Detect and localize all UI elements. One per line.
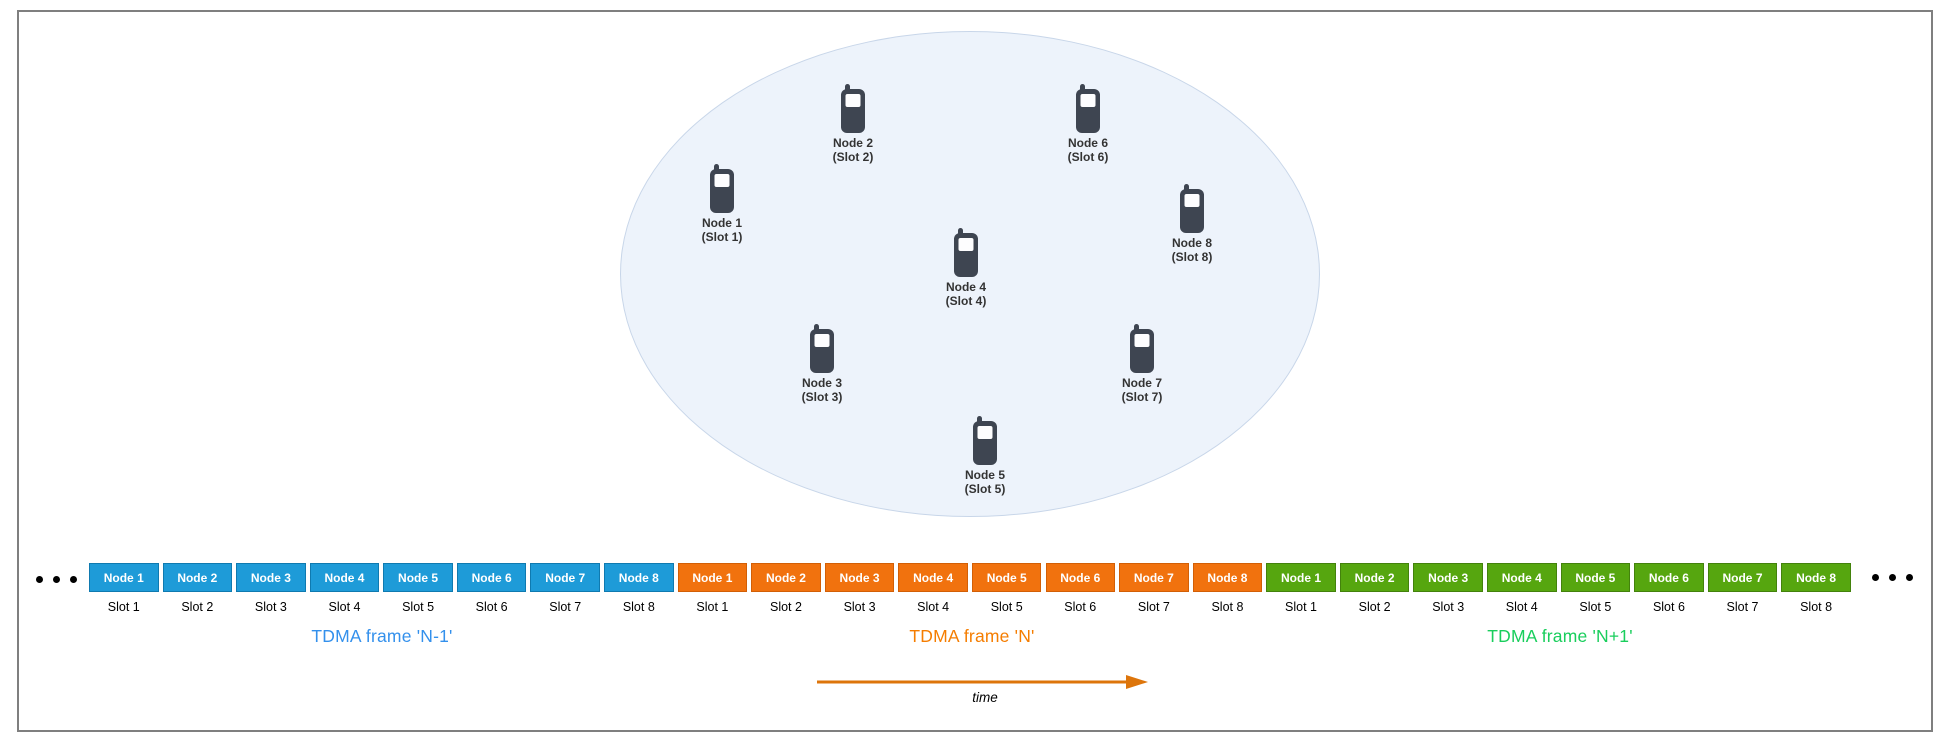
dot-icon	[1906, 574, 1913, 581]
mobile-phone-icon	[810, 324, 834, 373]
timeline-slot-box: Node 6	[1634, 563, 1704, 592]
time-arrow-icon	[817, 675, 1148, 689]
node-slot-label: (Slot 2)	[832, 150, 874, 164]
node-name-label: Node 6	[1067, 136, 1108, 150]
tdma-frame-label: TDMA frame 'N+1'	[1487, 626, 1633, 646]
dot-icon	[1889, 574, 1896, 581]
timeline-slot-caption: Slot 1	[1285, 599, 1317, 614]
ellipsis-right-icon	[1872, 574, 1913, 581]
network-node: Node 5(Slot 5)	[925, 416, 1045, 496]
network-node: Node 2(Slot 2)	[793, 84, 913, 164]
node-slot-label: (Slot 8)	[1171, 250, 1213, 264]
mobile-phone-icon	[1180, 184, 1204, 233]
dot-icon	[70, 576, 77, 583]
timeline-slot-caption: Slot 4	[1505, 599, 1538, 614]
network-node: Node 1(Slot 1)	[662, 164, 782, 244]
ellipsis-left-icon	[36, 576, 77, 583]
timeline-slot-caption: Slot 4	[917, 599, 950, 614]
timeline-slot-caption: Slot 3	[254, 599, 287, 614]
timeline-slot-box: Node 5	[1560, 563, 1631, 592]
network-node: Node 6(Slot 6)	[1028, 84, 1148, 164]
timeline-slot-caption: Slot 2	[769, 599, 802, 614]
node-name-label: Node 5	[964, 468, 1005, 482]
timeline-slot-caption: Slot 4	[328, 599, 361, 614]
node-slot-label: (Slot 4)	[945, 294, 987, 308]
mobile-phone-icon	[1076, 84, 1100, 133]
timeline-slot-caption: Slot 1	[107, 599, 140, 614]
timeline-slot-caption: Slot 6	[1652, 599, 1685, 614]
dot-icon	[36, 576, 43, 583]
timeline-slot-caption: Slot 6	[1064, 599, 1097, 614]
network-node: Node 7(Slot 7)	[1082, 324, 1202, 404]
timeline-slot-box: Node 8	[604, 563, 674, 592]
timeline-slot-caption: Slot 7	[1726, 599, 1759, 614]
timeline-slot-box: Node 5	[971, 563, 1042, 592]
timeline-slot-box: Node 8	[1192, 563, 1263, 592]
timeline-slot-caption: Slot 6	[475, 599, 508, 614]
timeline-slot-caption: Slot 5	[402, 599, 435, 614]
timeline-slot-box: Node 4	[309, 563, 380, 592]
mobile-phone-icon	[841, 84, 865, 133]
timeline-slot-box: Node 3	[824, 563, 895, 592]
timeline-slot-box: Node 2	[162, 563, 233, 592]
timeline-slot-box: Node 6	[456, 563, 527, 592]
tdma-frame-label: TDMA frame 'N'	[909, 626, 1035, 646]
timeline-slot-box: Node 1	[89, 563, 159, 592]
timeline-slot-box: Node 3	[236, 563, 306, 592]
timeline-slot-box: Node 2	[1339, 563, 1410, 592]
timeline-slot-box: Node 1	[1266, 563, 1336, 592]
timeline-slot-box: Node 6	[1045, 563, 1116, 592]
node-name-label: Node 1	[701, 216, 742, 230]
timeline-slot-caption: Slot 2	[1358, 599, 1391, 614]
timeline-slot-box: Node 3	[1413, 563, 1483, 592]
time-axis-label: time	[972, 690, 998, 705]
node-slot-label: (Slot 3)	[801, 390, 843, 404]
mobile-phone-icon	[954, 228, 978, 277]
node-name-label: Node 2	[832, 136, 873, 150]
dot-icon	[1872, 574, 1879, 581]
timeline-slot-box: Node 1	[677, 563, 748, 592]
timeline-slot-caption: Slot 7	[549, 599, 582, 614]
timeline-slot-caption: Slot 3	[1432, 599, 1465, 614]
mobile-phone-icon	[973, 416, 997, 465]
timeline-slot-box: Node 7	[1707, 563, 1778, 592]
node-slot-label: (Slot 7)	[1121, 390, 1163, 404]
timeline-slot-caption: Slot 1	[696, 599, 729, 614]
timeline-slot-box: Node 8	[1781, 563, 1851, 592]
network-node: Node 3(Slot 3)	[762, 324, 882, 404]
timeline-slot-caption: Slot 8	[1211, 599, 1244, 614]
timeline-slot-caption: Slot 8	[622, 599, 655, 614]
node-name-label: Node 7	[1121, 376, 1162, 390]
timeline-slot-caption: Slot 2	[181, 599, 214, 614]
timeline-slot-box: Node 4	[898, 563, 968, 592]
timeline-slot-caption: Slot 5	[990, 599, 1023, 614]
node-name-label: Node 8	[1171, 236, 1212, 250]
timeline-slot-caption: Slot 7	[1137, 599, 1170, 614]
timeline-slot-caption: Slot 8	[1800, 599, 1833, 614]
mobile-phone-icon	[1130, 324, 1154, 373]
timeline-slot-caption: Slot 5	[1579, 599, 1612, 614]
dot-icon	[53, 576, 60, 583]
node-name-label: Node 4	[945, 280, 986, 294]
timeline-slot-box: Node 2	[751, 563, 821, 592]
mobile-phone-icon	[710, 164, 734, 213]
timeline-slot-box: Node 5	[383, 563, 453, 592]
timeline-slot-box: Node 7	[530, 563, 600, 592]
node-name-label: Node 3	[801, 376, 842, 390]
node-slot-label: (Slot 6)	[1067, 150, 1109, 164]
node-slot-label: (Slot 1)	[701, 230, 743, 244]
tdma-frame-label: TDMA frame 'N-1'	[311, 626, 453, 646]
timeline-slot-box: Node 4	[1487, 563, 1557, 592]
timeline-slot-box: Node 7	[1119, 563, 1189, 592]
network-node: Node 4(Slot 4)	[906, 228, 1026, 308]
network-node: Node 8(Slot 8)	[1132, 184, 1252, 264]
node-slot-label: (Slot 5)	[964, 482, 1006, 496]
timeline-slot-caption: Slot 3	[843, 599, 876, 614]
